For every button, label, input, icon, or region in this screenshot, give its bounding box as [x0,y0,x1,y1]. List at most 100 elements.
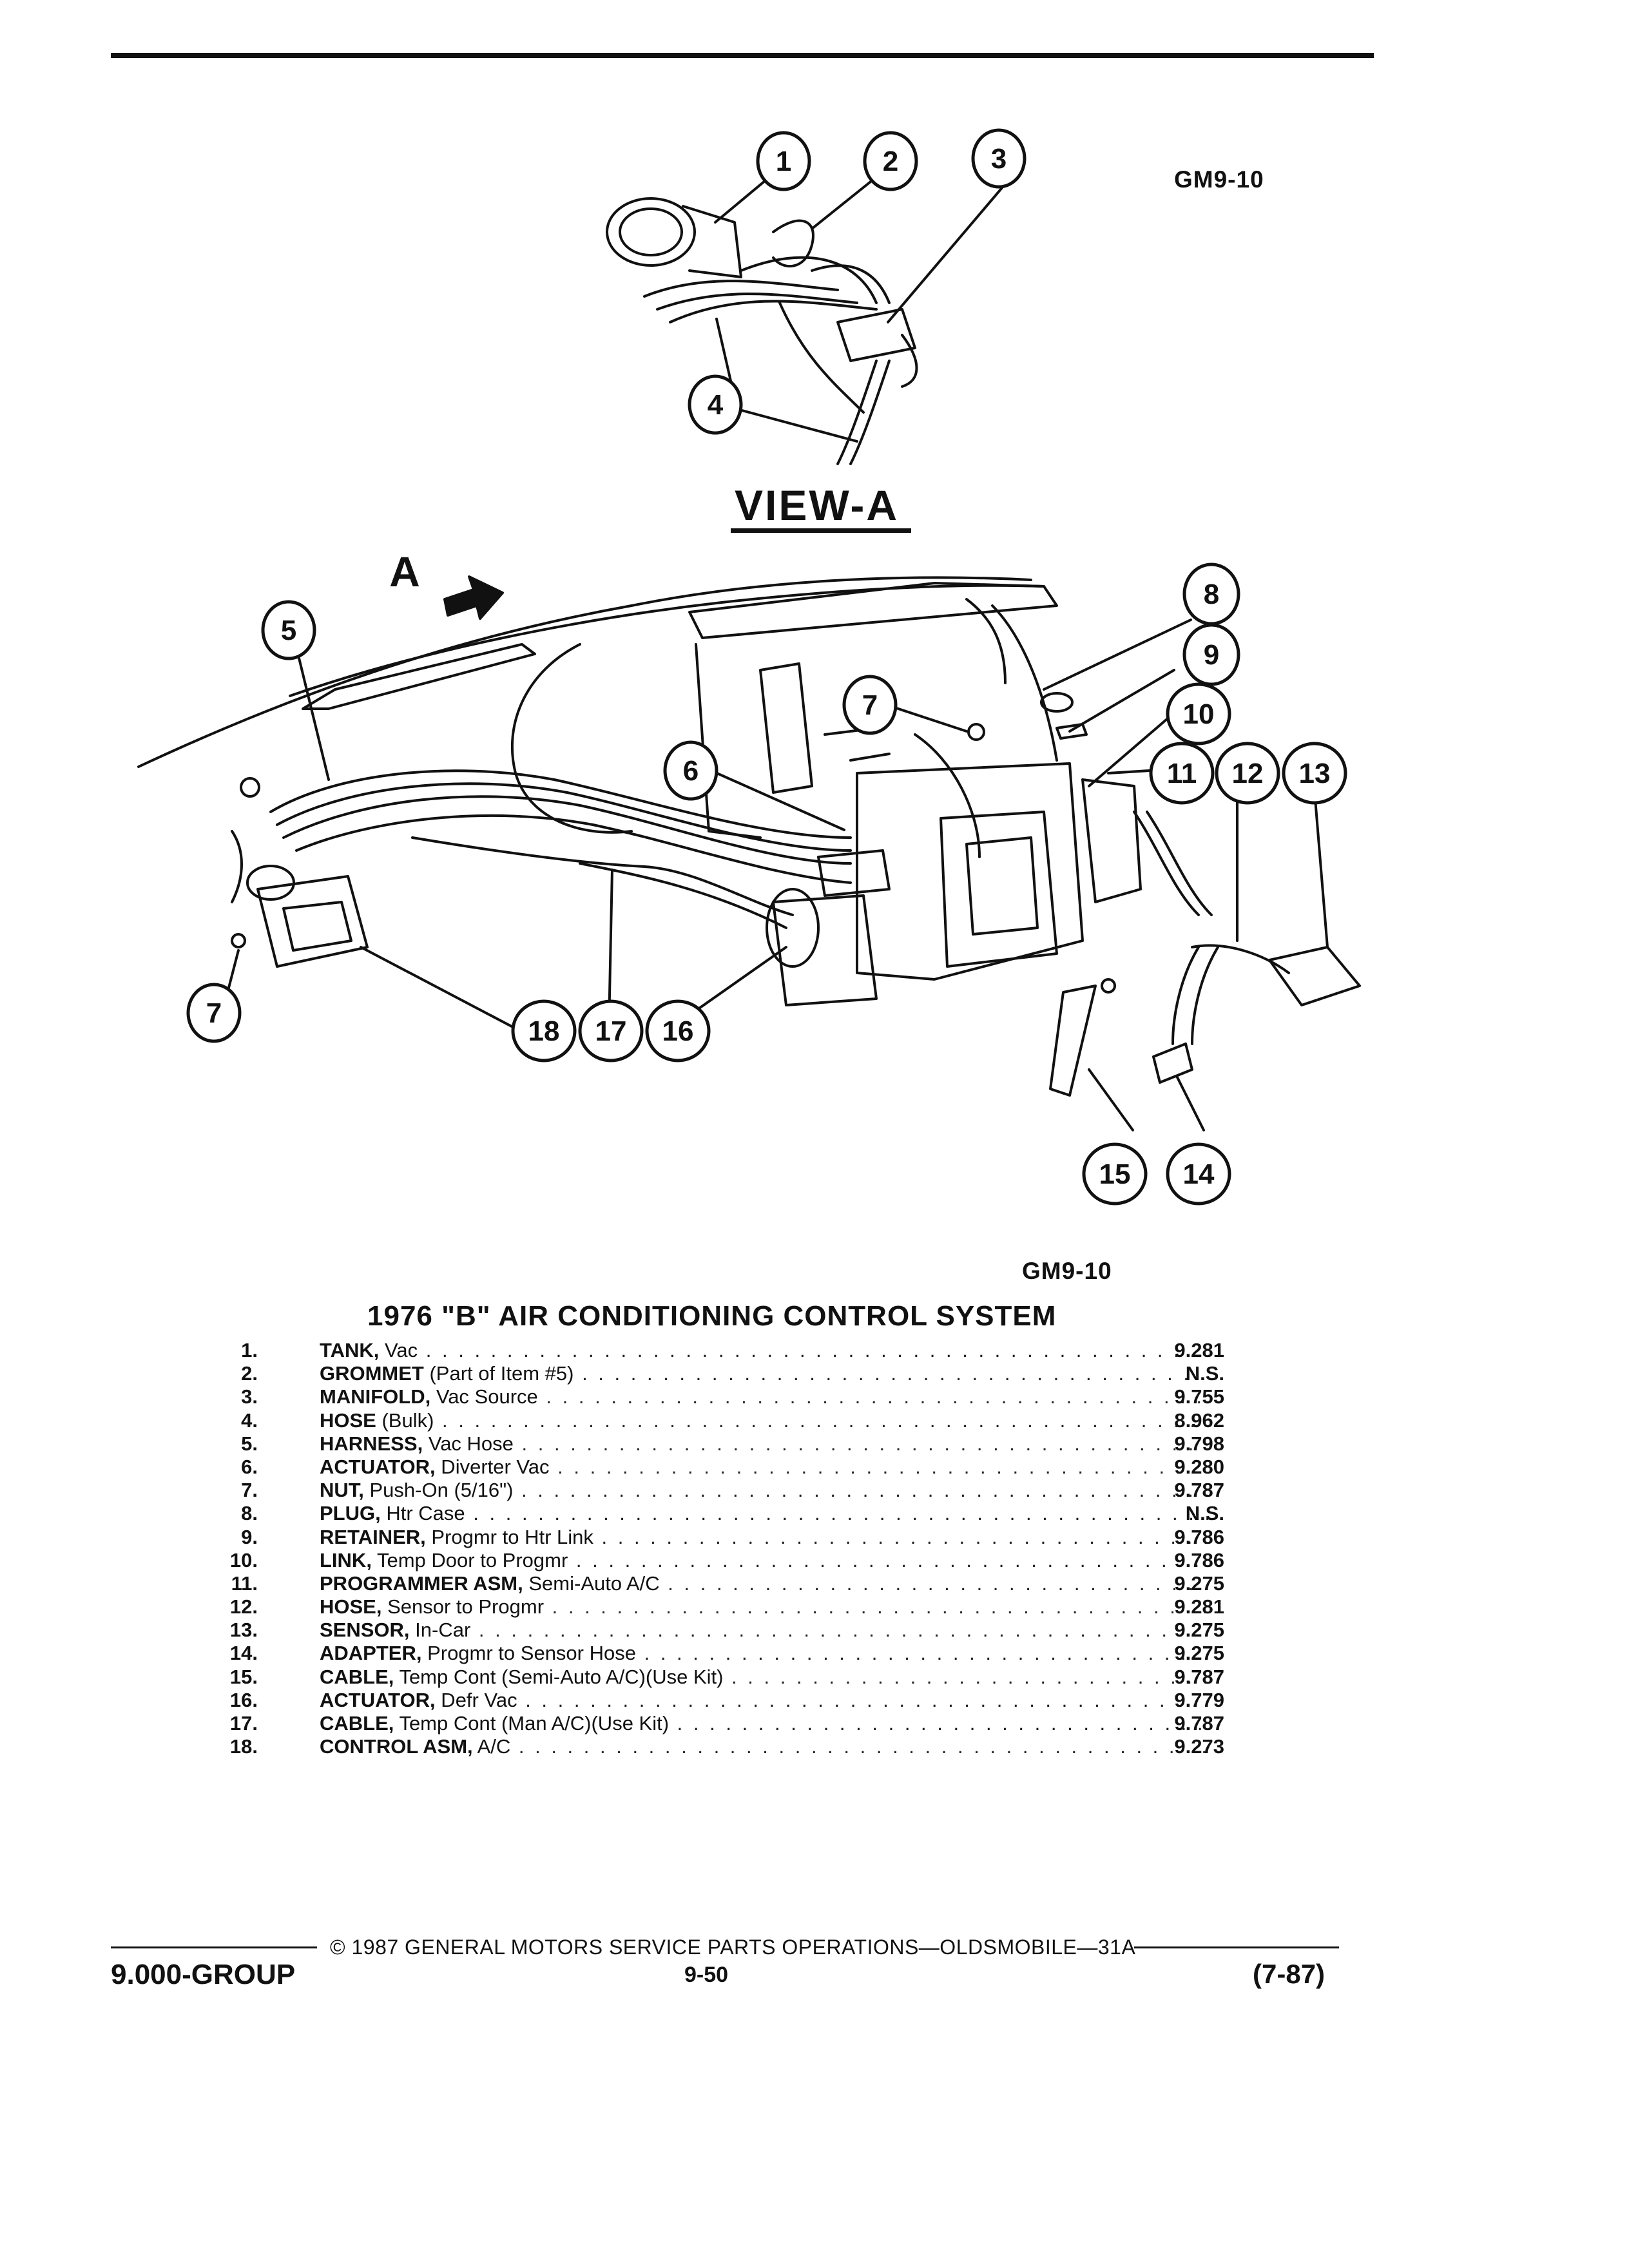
table-row: 10.LINK, Temp Door to Progmr . . . . . .… [129,1549,1237,1572]
part-detail: Vac Hose [423,1432,514,1455]
top-rule [111,53,1374,58]
leader-dots: . . . . . . . . . . . . . . . . . . . . … [552,1595,1209,1619]
part-group-code: 9.787 [1174,1712,1224,1735]
callout-9: 9 [1182,623,1240,686]
svg-text:8: 8 [1204,579,1219,610]
part-group-code: 9.275 [1174,1619,1224,1642]
svg-text:5: 5 [281,615,296,646]
part-detail: Diverter Vac [435,1455,550,1478]
part-name: ACTUATOR, [320,1688,436,1711]
part-name: CABLE, [320,1665,394,1688]
part-group-code: 9.787 [1174,1479,1224,1502]
view-arrow-label: A [389,548,420,595]
part-name: HARNESS, [320,1432,423,1455]
table-row: 16.ACTUATOR, Defr Vac . . . . . . . . . … [129,1689,1237,1712]
view-a-tank-drawing [606,197,918,465]
callout-14: 14 [1166,1142,1231,1206]
part-group-code: 9.273 [1174,1735,1224,1758]
footer-copyright: © 1987 GENERAL MOTORS SERVICE PARTS OPER… [330,1936,1136,1959]
table-row: 17.CABLE, Temp Cont (Man A/C)(Use Kit) .… [129,1712,1237,1735]
table-row: 1. TANK, Vac . . . . . . . . . . . . . . … [129,1339,1237,1362]
leader-dots: . . . . . . . . . . . . . . . . . . . . … [525,1688,1209,1711]
svg-text:9: 9 [1204,639,1219,671]
part-number: 4. [241,1408,258,1432]
part-description: NUT, Push-On (5/16") . . . . . . . . . .… [320,1479,1209,1502]
part-number: 14. [229,1642,258,1665]
part-group-code: 9.786 [1174,1525,1224,1548]
callout-17: 17 [578,999,644,1062]
part-detail: Sensor to Progmr [381,1595,545,1619]
part-name: GROMMET [320,1362,424,1385]
part-description: CABLE, Temp Cont (Man A/C)(Use Kit) . . … [320,1712,1209,1735]
callout-5: 5 [261,600,316,660]
part-description: HOSE, Sensor to Progmr . . . . . . . . .… [320,1595,1209,1619]
callout-3: 3 [971,128,1027,189]
callout-15: 15 [1082,1142,1148,1206]
part-group-code: 9.798 [1174,1432,1224,1455]
svg-text:14: 14 [1183,1158,1215,1190]
part-group-code: 8.962 [1174,1408,1224,1432]
part-group-code: 9.281 [1174,1339,1224,1361]
svg-text:13: 13 [1299,758,1331,789]
svg-text:4: 4 [708,389,724,421]
callout-11: 11 [1149,742,1215,805]
part-detail: Defr Vac [435,1688,517,1711]
part-name: LINK, [320,1548,372,1571]
footer-date: (7-87) [1253,1959,1325,1989]
svg-text:2: 2 [883,146,898,177]
part-description: CONTROL ASM, A/C . . . . . . . . . . . .… [320,1735,1209,1758]
part-group-code: 9.281 [1174,1595,1224,1619]
svg-text:15: 15 [1099,1158,1131,1190]
leader-dots: . . . . . . . . . . . . . . . . . . . . … [518,1735,1209,1758]
part-group-code: N.S. [1185,1362,1224,1385]
leader-dots: . . . . . . . . . . . . . . . . . . . . … [575,1548,1209,1571]
part-description: SENSOR, In-Car . . . . . . . . . . . . .… [320,1619,1209,1642]
part-description: ACTUATOR, Diverter Vac . . . . . . . . .… [320,1456,1209,1479]
part-group-code: 9.786 [1174,1548,1224,1571]
dash-assembly-drawing [137,576,1361,1097]
footer-page-number: 9-50 [684,1963,729,1987]
footer-rule-right [1134,1946,1339,1948]
leader-dots: . . . . . . . . . . . . . . . . . . . . … [442,1408,1209,1432]
callout-8: 8 [1182,562,1240,626]
svg-text:11: 11 [1167,758,1197,789]
part-number: 18. [229,1735,258,1758]
parts-list: 1. TANK, Vac . . . . . . . . . . . . . . … [129,1339,1237,1758]
part-detail: Progmr to Htr Link [425,1525,593,1548]
part-detail: Vac [379,1339,418,1361]
part-detail: Push-On (5/16") [363,1479,514,1502]
svg-text:18: 18 [528,1015,560,1047]
svg-text:12: 12 [1232,758,1264,789]
leader-dots: . . . . . . . . . . . . . . . . . . . . … [478,1619,1209,1642]
part-detail: Semi-Auto A/C [523,1571,660,1595]
part-name: RETAINER, [320,1525,426,1548]
part-number: 1. [241,1339,258,1361]
leader-dots: . . . . . . . . . . . . . . . . . . . . … [601,1525,1210,1548]
part-number: 3. [241,1385,258,1408]
part-number: 12. [229,1595,258,1619]
part-detail: In-Car [409,1619,471,1642]
svg-text:16: 16 [662,1015,694,1047]
callout-12: 12 [1215,742,1280,805]
part-number: 13. [229,1619,258,1642]
part-description: TANK, Vac . . . . . . . . . . . . . . . … [320,1339,1209,1362]
figure-code-top: GM9-10 [1174,166,1264,193]
part-number: 2. [241,1362,258,1385]
part-description: MANIFOLD, Vac Source . . . . . . . . . .… [320,1385,1209,1408]
callout-13: 13 [1282,742,1347,805]
part-name: SENSOR, [320,1619,410,1642]
part-group-code: 9.779 [1174,1688,1224,1711]
part-number: 7. [241,1479,258,1502]
part-description: PROGRAMMER ASM, Semi-Auto A/C . . . . . … [320,1572,1209,1595]
leader-dots: . . . . . . . . . . . . . . . . . . . . … [521,1432,1209,1455]
view-a-underline [731,528,911,533]
part-detail: Htr Case [380,1502,465,1525]
part-name: NUT, [320,1479,364,1502]
part-description: CABLE, Temp Cont (Semi-Auto A/C)(Use Kit… [320,1666,1209,1689]
svg-text:7: 7 [862,689,878,721]
parts-table-title: 1976 "B" AIR CONDITIONING CONTROL SYSTEM [367,1300,1057,1332]
part-description: PLUG, Htr Case . . . . . . . . . . . . .… [320,1502,1209,1525]
leader-dots: . . . . . . . . . . . . . . . . . . . . … [677,1712,1209,1735]
part-group-code: N.S. [1185,1502,1224,1525]
svg-text:10: 10 [1183,698,1215,730]
